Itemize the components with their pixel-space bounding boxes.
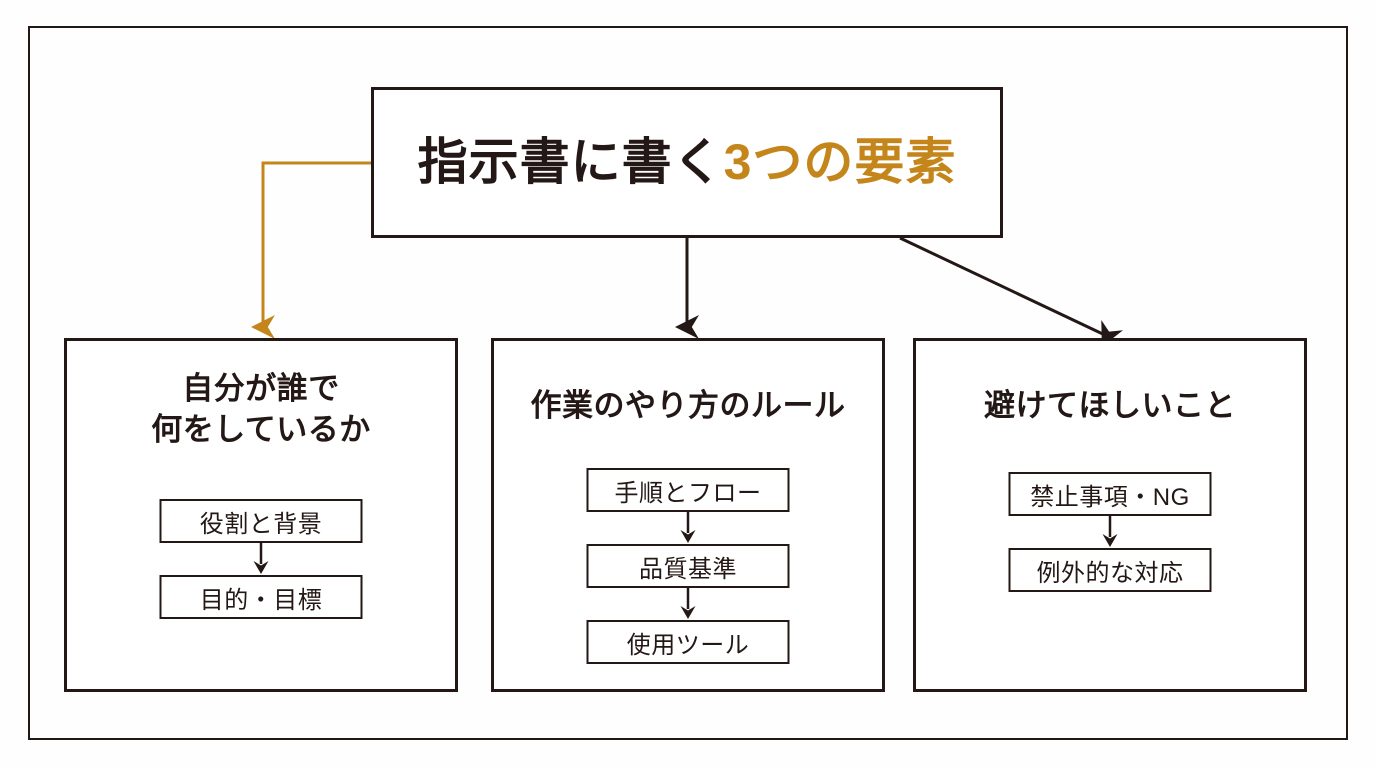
page-title: 指示書に書く3つの要素 xyxy=(418,135,957,190)
step-box: 手順とフロー xyxy=(586,468,790,512)
step-arrow-icon xyxy=(1102,516,1118,547)
column-box-2: 避けてほしいこと 禁止事項・NG 例外的な対応 xyxy=(913,338,1307,692)
column-heading-1: 作業のやり方のルール xyxy=(530,388,846,423)
step-arrow-icon xyxy=(253,543,269,574)
step-box: 役割と背景 xyxy=(159,499,363,543)
title-text-black: 指示書に書く xyxy=(417,134,724,190)
step-box: 品質基準 xyxy=(586,544,790,588)
step-chain-2: 禁止事項・NG 例外的な対応 xyxy=(1008,472,1212,592)
outer-frame xyxy=(28,26,1348,740)
step-box: 使用ツール xyxy=(586,620,790,664)
column-heading-0: 自分が誰で 何をしているか xyxy=(151,371,371,447)
step-chain-1: 手順とフロー 品質基準 使用ツール xyxy=(586,468,790,664)
column-box-0: 自分が誰で 何をしているか 役割と背景 目的・目標 xyxy=(64,338,458,692)
step-arrow-icon xyxy=(680,588,696,619)
step-box: 禁止事項・NG xyxy=(1008,472,1212,516)
step-box: 例外的な対応 xyxy=(1008,548,1212,592)
step-box: 目的・目標 xyxy=(159,575,363,619)
column-heading-2: 避けてほしいこと xyxy=(984,388,1236,423)
title-box: 指示書に書く3つの要素 xyxy=(371,87,1003,238)
column-box-1: 作業のやり方のルール 手順とフロー 品質基準 使用ツール xyxy=(491,338,885,692)
step-chain-0: 役割と背景 目的・目標 xyxy=(159,499,363,619)
title-text-accent: 3つの要素 xyxy=(723,134,957,190)
step-arrow-icon xyxy=(680,512,696,543)
